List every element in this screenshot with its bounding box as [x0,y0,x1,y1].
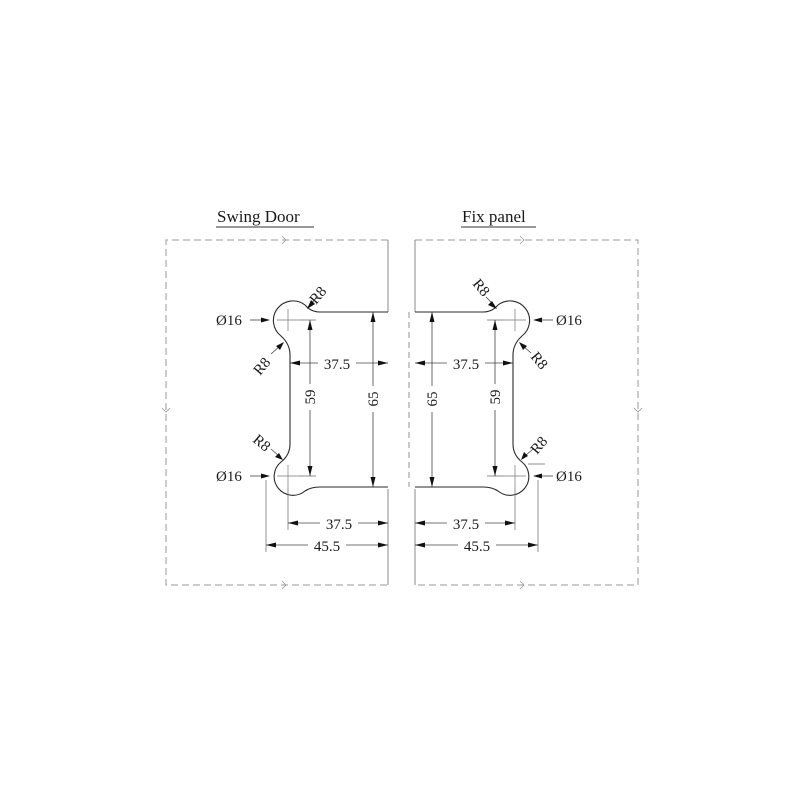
fix-panel-diameter-top: Ø16 [533,313,582,329]
svg-text:R8: R8 [528,434,552,458]
swing-door-radius-mid-top: R8 [251,342,284,379]
fix-panel-view: Fix panel 59 [408,207,643,590]
fix-panel-dim-59: 59 [487,319,504,477]
fix-panel-dim-59-label: 59 [488,390,504,405]
fix-panel-dim-37-5-top-label: 37.5 [453,357,479,373]
swing-door-center-marks [277,309,299,530]
fix-panel-radius-mid-top: R8 [519,342,550,373]
fix-panel-center-marks [504,309,526,530]
svg-text:Ø16: Ø16 [556,469,582,485]
svg-text:R8: R8 [249,432,273,456]
fix-panel-dim-37-5-top: 37.5 [415,355,513,373]
fix-panel-dim-37-5-bottom: 37.5 [415,515,515,533]
swing-door-view: Swing Door 59 [161,207,389,590]
svg-text:Ø16: Ø16 [216,469,242,485]
swing-door-radius-mid-bottom: R8 [249,432,283,460]
swing-door-dim-59: 59 [299,319,319,477]
fix-panel-hinge-profile [415,300,531,496]
fix-panel-diameter-bottom: Ø16 [533,469,582,485]
swing-door-diameter-top: Ø16 [216,313,270,329]
svg-text:R8: R8 [251,355,275,379]
fix-panel-dim-45-5: 45.5 [415,480,539,555]
fix-panel-dim-45-5-label: 45.5 [464,539,490,555]
fix-panel-outline [415,239,639,586]
break-mark-top [281,235,287,245]
fix-panel-dim-37-5-bottom-label: 37.5 [453,517,479,533]
swing-door-dim-45-5: 45.5 [265,480,388,555]
break-mark-top [519,235,525,245]
swing-door-diameter-bottom: Ø16 [216,469,270,485]
swing-door-dim-37-5-bottom-label: 37.5 [326,517,352,533]
swing-door-title: Swing Door [217,207,300,226]
svg-text:Ø16: Ø16 [556,313,582,329]
swing-door-hinge-profile [272,300,388,496]
break-mark-bottom [281,580,287,590]
break-mark-side [633,407,643,413]
svg-text:R8: R8 [469,276,493,300]
swing-door-dim-65-label: 65 [366,392,382,407]
swing-door-dim-65: 65 [365,312,382,487]
fix-panel-dim-65: 65 [424,312,441,487]
swing-door-dim-37-5-top-label: 37.5 [324,357,350,373]
svg-text:Ø16: Ø16 [216,313,242,329]
fix-panel-title: Fix panel [462,207,526,226]
fix-panel-radius-top: R8 [469,276,497,309]
swing-door-panel-outline [165,239,388,586]
swing-door-radius-top: R8 [307,284,330,309]
swing-door-dim-37-5-top: 37.5 [290,355,388,373]
break-mark-side [161,407,171,413]
swing-door-dim-45-5-label: 45.5 [314,539,340,555]
swing-door-dim-59-label: 59 [303,390,319,405]
fix-panel-dim-65-label: 65 [425,392,441,407]
break-mark-bottom [519,580,525,590]
fix-panel-radius-mid-bottom: R8 [521,434,552,465]
swing-door-dim-37-5-bottom: 37.5 [288,515,388,533]
